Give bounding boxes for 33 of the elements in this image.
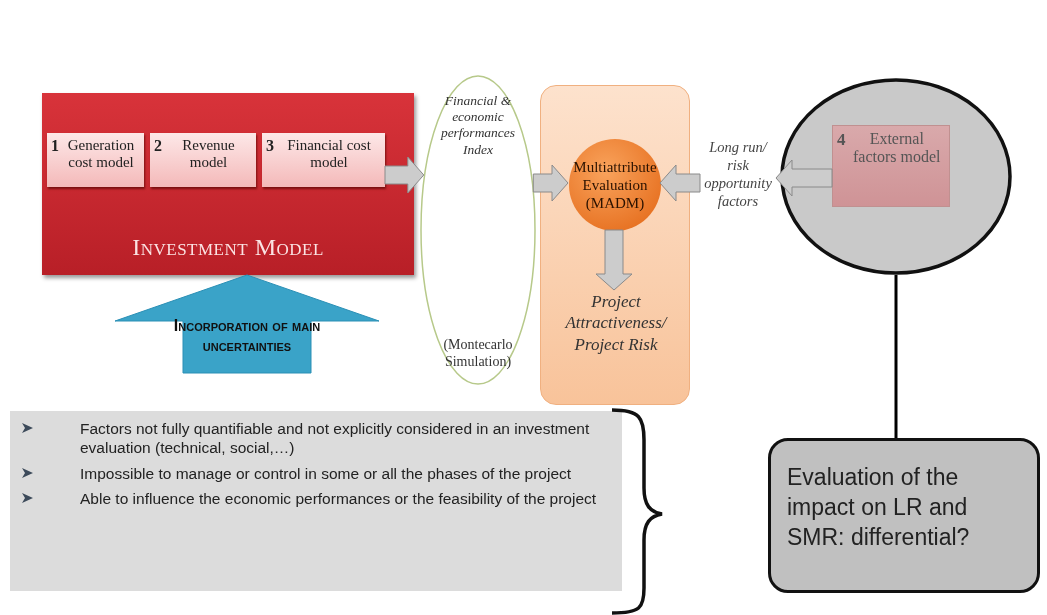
step-number: 1 bbox=[51, 137, 59, 156]
connector-line bbox=[894, 275, 898, 438]
evaluation-label: Multiattribute Evaluation (MADM) bbox=[572, 158, 658, 212]
step-number: 3 bbox=[266, 137, 274, 156]
result-label: Project Attractiveness/ Project Risk bbox=[563, 291, 669, 355]
block-arrow bbox=[595, 229, 633, 291]
factors-label: Long run/ risk opportunity factors bbox=[703, 138, 773, 211]
block-arrow bbox=[114, 274, 380, 374]
model-label: Generation cost model bbox=[67, 137, 135, 171]
bullet-text: Factors not fully quantifiable and not explicitly considered in an investment evaluation (technical, social,…) bbox=[80, 419, 591, 458]
step-number: 4 bbox=[837, 130, 846, 150]
step-number: 2 bbox=[154, 137, 162, 156]
model-label: Revenue model bbox=[182, 137, 235, 171]
model-card bbox=[832, 125, 950, 207]
model-card bbox=[47, 133, 144, 187]
model-card bbox=[150, 133, 256, 187]
bullet-text: Impossible to manage or control in some or all the phases of the project bbox=[80, 463, 573, 484]
model-card bbox=[262, 133, 385, 187]
method-label: (Montecarlo Simulation) bbox=[442, 337, 514, 371]
block-arrow bbox=[775, 159, 833, 197]
notes-panel bbox=[10, 411, 622, 591]
model-label: Financial cost model bbox=[287, 137, 371, 171]
block-arrow bbox=[659, 164, 701, 202]
block-arrow bbox=[532, 164, 569, 202]
model-panel bbox=[42, 93, 414, 275]
bullet-text: Able to influence the economic performances or the feasibility of the project bbox=[80, 489, 598, 509]
index-label: Financial & economic performances Index bbox=[439, 93, 517, 158]
question-text: Evaluation of the impact on LR and SMR: differential? bbox=[787, 463, 971, 552]
evaluation-panel bbox=[540, 85, 690, 405]
block-arrow bbox=[384, 156, 425, 194]
panel-title: Investment Model bbox=[131, 234, 325, 261]
model-label: External factors model bbox=[853, 130, 941, 166]
question-box bbox=[768, 438, 1040, 593]
